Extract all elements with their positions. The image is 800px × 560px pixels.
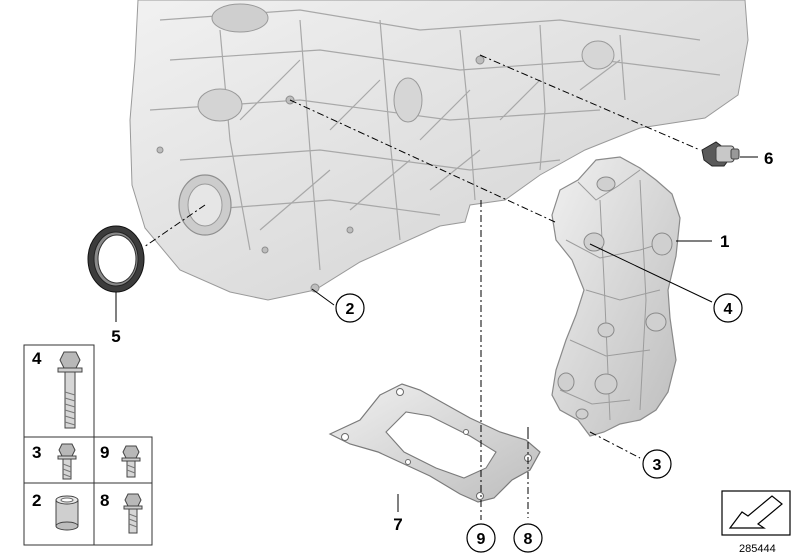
svg-text:9: 9 [100,443,109,462]
reference-number: 285444 [739,543,776,555]
svg-text:2: 2 [32,491,41,510]
legend-cell-bolt-long: 4 [32,349,83,429]
callout-3-circle: 3 [642,449,672,479]
leader-lines [115,54,758,520]
svg-text:6: 6 [764,149,773,168]
svg-text:3: 3 [32,443,41,462]
legend-cell-bolt-short: 3 [32,443,77,480]
callout-4-circle: 4 [713,293,743,323]
svg-text:1: 1 [720,232,729,251]
legend-cell-bolt-tiny: 8 [100,491,143,534]
legend-cell-dowel: 2 [32,491,79,531]
base-plate-part [328,383,541,503]
bracket-part [551,156,681,437]
callout-9-circle: 9 [466,523,496,553]
callout-5: 5 [111,327,120,346]
svg-text:8: 8 [100,491,109,510]
svg-text:4: 4 [32,349,42,368]
callout-1: 1 [720,232,729,251]
svg-text:3: 3 [653,457,662,474]
svg-text:2: 2 [346,301,355,318]
svg-text:4: 4 [724,301,733,318]
legend-cell-bolt-small: 9 [100,443,141,478]
svg-text:7: 7 [393,515,402,534]
svg-text:9: 9 [477,531,486,548]
fastener-legend: 4 3 9 2 [23,344,153,546]
shaft-seal-ring [87,225,145,293]
orientation-arrow-icon [721,490,791,536]
callout-7: 7 [393,515,402,534]
svg-text:8: 8 [524,531,533,548]
callout-6: 6 [764,149,773,168]
sensor-part [701,141,740,167]
callout-8-circle: 8 [513,523,543,553]
callout-2-circle: 2 [335,293,365,323]
svg-text:5: 5 [111,327,120,346]
